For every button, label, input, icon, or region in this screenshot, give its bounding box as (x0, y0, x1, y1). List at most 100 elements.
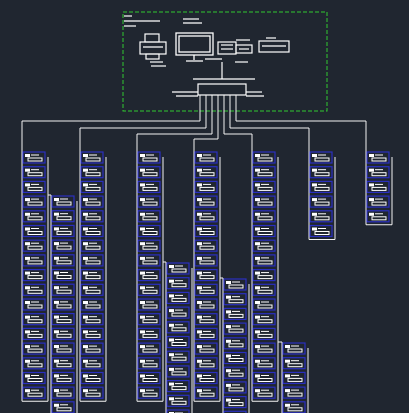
device-label-tag (140, 389, 145, 393)
device-frame (51, 268, 75, 282)
device-label-tag (140, 168, 145, 172)
device-frame (51, 357, 75, 370)
field-device (22, 283, 46, 296)
field-device (137, 224, 161, 238)
field-device (252, 283, 276, 296)
field-device (366, 180, 390, 193)
device-label-tag (226, 354, 231, 358)
device-frame (22, 195, 46, 208)
device-label-tag (169, 294, 174, 298)
device-frame (137, 313, 161, 326)
device-frame (252, 269, 276, 282)
trunk-wiring (21, 95, 393, 413)
device-body (314, 201, 330, 206)
device-frame (80, 327, 104, 340)
field-device (223, 366, 247, 379)
device-body (228, 372, 244, 377)
field-device (166, 380, 190, 393)
device-frame (166, 306, 190, 319)
field-device (252, 210, 276, 223)
device-body (27, 275, 43, 280)
device-label-tag (312, 183, 317, 187)
device-label-tag (54, 256, 59, 260)
field-device (194, 357, 218, 370)
control-room (122, 11, 328, 112)
field-device (137, 254, 161, 267)
device-frame (252, 357, 276, 370)
field-device (166, 394, 190, 407)
device-frame (223, 337, 247, 350)
field-device (137, 342, 161, 355)
field-device (22, 269, 46, 282)
device-frame (223, 381, 247, 394)
device-frame (22, 269, 46, 282)
field-device (51, 313, 75, 326)
device-label-tag (226, 310, 231, 314)
device-frame (309, 195, 333, 208)
device-frame (22, 357, 46, 370)
device-label-tag (25, 212, 30, 216)
device-frame (51, 239, 75, 252)
field-device (166, 277, 190, 290)
device-label-tag (140, 374, 145, 378)
device-label-tag (83, 359, 88, 363)
device-label-tag (255, 154, 260, 157)
device-label-tag (197, 345, 202, 349)
device-label-tag (369, 168, 374, 172)
device-body (56, 245, 72, 250)
device-label-tag (83, 271, 88, 275)
field-device (252, 254, 276, 267)
device-label-tag (255, 212, 260, 216)
device-body (27, 363, 43, 368)
field-device (80, 327, 104, 340)
device-body (142, 348, 158, 353)
field-device (137, 210, 161, 223)
device-body (257, 157, 273, 162)
device-label-tag (255, 271, 260, 275)
device-body (257, 319, 273, 324)
device-body (56, 289, 72, 294)
device-body (142, 260, 158, 265)
device-label-tag (25, 286, 30, 290)
switch-unit-icon (235, 44, 253, 54)
device-body (27, 201, 43, 206)
field-device (194, 342, 218, 355)
device-body (228, 328, 244, 333)
device-frame (80, 166, 104, 179)
device-frame (51, 254, 75, 267)
device-frame (166, 365, 190, 378)
device-label-tag (140, 198, 145, 202)
device-body (228, 313, 244, 318)
field-device (309, 180, 333, 193)
device-body (27, 172, 43, 177)
device-body (27, 157, 43, 162)
device-label-tag (83, 242, 88, 246)
device-body (142, 245, 158, 250)
device-label-tag (83, 286, 88, 290)
device-frame (137, 386, 161, 399)
field-device (252, 166, 276, 179)
device-frame (137, 357, 161, 370)
device-body (85, 201, 101, 206)
device-body (314, 172, 330, 177)
device-label-tag (255, 286, 260, 290)
device-frame (80, 313, 104, 326)
field-device (22, 224, 46, 238)
device-body (257, 289, 273, 294)
field-device (166, 306, 190, 319)
device-label-tag (25, 198, 30, 202)
field-device (22, 254, 46, 267)
device-label-tag (197, 212, 202, 216)
device-body (56, 363, 72, 368)
device-label-tag (285, 359, 290, 363)
device-label-tag (226, 325, 231, 329)
device-body (56, 201, 72, 206)
device-frame (137, 224, 161, 238)
device-body (257, 201, 273, 206)
field-device (137, 371, 161, 385)
field-device (51, 268, 75, 282)
device-label-tag (226, 339, 231, 343)
device-label-tag (83, 374, 88, 378)
device-frame (22, 239, 46, 252)
device-body (142, 216, 158, 221)
